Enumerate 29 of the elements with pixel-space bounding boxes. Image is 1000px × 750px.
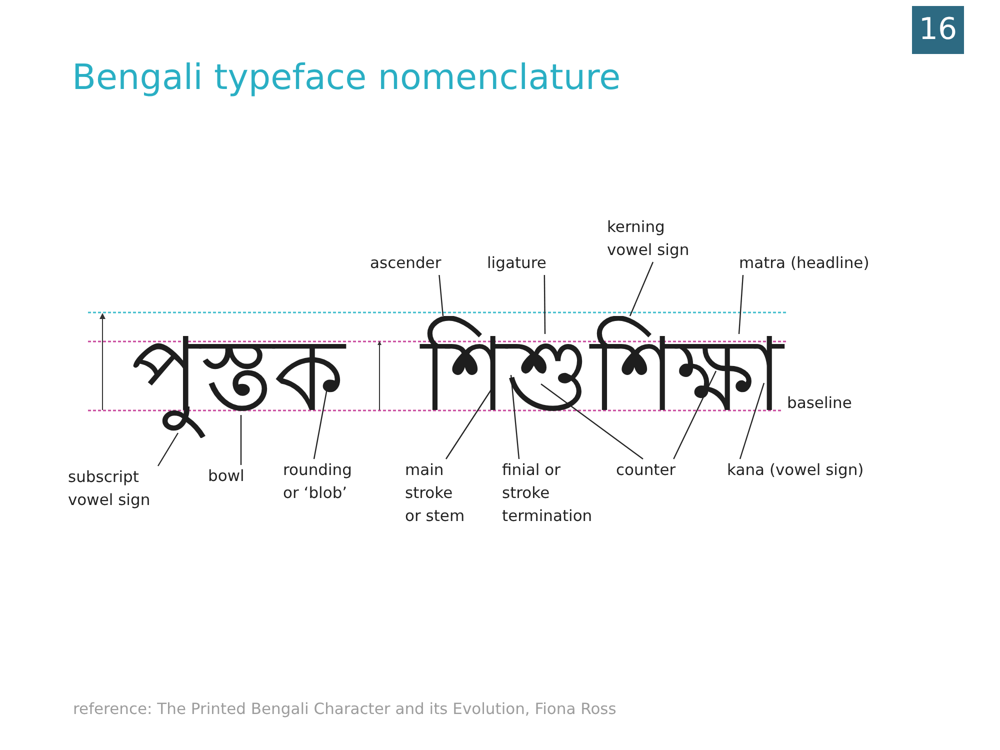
callout-label: rounding or ‘blob’ <box>283 459 363 505</box>
leader-line <box>446 390 492 460</box>
leader-line <box>510 374 520 460</box>
leader-line <box>739 382 765 460</box>
leader-line <box>438 274 444 316</box>
leader-line <box>540 384 644 460</box>
callout-label: matra (headline) <box>739 252 870 275</box>
page-number: 16 <box>912 6 964 54</box>
callout-label: main stroke or stem <box>405 459 471 528</box>
callout-label: kerning vowel sign <box>607 216 707 262</box>
leader-line <box>240 415 242 465</box>
leader-line <box>629 262 654 316</box>
bengali-word: পুস্তক <box>131 337 345 438</box>
leader-line <box>673 370 717 460</box>
slide-title: Bengali typeface nomenclature <box>72 57 621 100</box>
leader-line <box>157 432 179 466</box>
leader-line <box>544 275 546 334</box>
callout-label: bowl <box>208 465 244 488</box>
leader-line <box>738 274 744 334</box>
reference-note: reference: The Printed Bengali Character and its Evolution, Fiona Ross <box>73 699 616 720</box>
line-label: baseline <box>787 393 852 414</box>
callout-label: subscript vowel sign <box>68 466 160 512</box>
callout-label: counter <box>616 459 676 482</box>
callout-label: ascender <box>370 252 442 275</box>
callout-label: ligature <box>487 252 546 275</box>
callout-label: kana (vowel sign) <box>727 459 864 482</box>
bengali-word: শিশুশিক্ষা <box>421 316 783 411</box>
callout-label: finial or stroke termination <box>502 459 602 528</box>
leader-line <box>313 388 328 460</box>
